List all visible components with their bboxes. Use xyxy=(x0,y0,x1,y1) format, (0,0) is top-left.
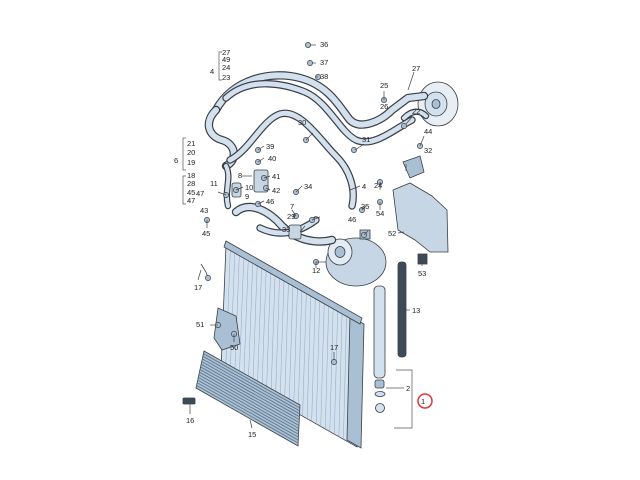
mount-16 xyxy=(182,397,196,405)
receiver-drier[interactable] xyxy=(373,285,386,413)
callout-45: 45 xyxy=(187,188,195,197)
callout-23: 23 xyxy=(222,73,230,82)
pipe-upper-second-fill xyxy=(223,81,415,145)
bolt-26 xyxy=(331,359,337,365)
callout-41: 41 xyxy=(272,172,280,181)
callout-46: 46 xyxy=(266,197,274,206)
callout-47: 47 xyxy=(187,196,195,205)
callout-24b: 24 xyxy=(374,181,382,190)
callout-31: 31 xyxy=(362,135,370,144)
pressure-switch xyxy=(288,224,302,240)
callout-28: 28 xyxy=(187,179,195,188)
callout-32: 32 xyxy=(424,146,432,155)
callout-19: 19 xyxy=(187,158,195,167)
drier-plug xyxy=(375,403,385,413)
callout-17b: 17 xyxy=(330,343,338,352)
bolt-0 xyxy=(305,42,311,48)
grille-slats xyxy=(196,353,301,444)
callout-34: 34 xyxy=(304,182,312,191)
refrigerant-pipes xyxy=(204,71,430,246)
callout-18: 18 xyxy=(187,171,195,180)
bolt-23 xyxy=(205,275,211,281)
duct-bracket xyxy=(402,155,425,179)
grille-frame xyxy=(195,350,301,447)
callout-1: 1 xyxy=(421,397,425,406)
callout-44: 44 xyxy=(424,127,432,136)
callout-38: 38 xyxy=(320,72,328,81)
evaporator-housing[interactable] xyxy=(417,81,459,127)
hardware xyxy=(182,169,428,405)
callout-12: 12 xyxy=(312,266,320,275)
callout-11: 11 xyxy=(210,179,218,188)
grille[interactable] xyxy=(195,350,301,447)
callout-37: 37 xyxy=(320,58,328,67)
callout-27b: 27 xyxy=(412,64,420,73)
callout-27: 27 xyxy=(222,48,230,57)
lower-bracket xyxy=(213,307,241,351)
callout-8: 8 xyxy=(238,171,242,180)
callout-9: 9 xyxy=(245,192,249,201)
pipe-evap-link-fill xyxy=(402,109,428,120)
callout-39: 39 xyxy=(266,142,274,151)
callout-47b: 47 xyxy=(196,189,204,198)
callout-labels: 36 27 4 49 24 23 37 38 25 27 26 30 31 22… xyxy=(174,40,432,439)
callout-4: 4 xyxy=(210,67,214,76)
clip-53 xyxy=(417,253,428,265)
bolt-6 xyxy=(401,123,407,129)
callout-17: 17 xyxy=(194,283,202,292)
callout-4b: 4 xyxy=(362,182,366,191)
callout-29: 29 xyxy=(287,212,295,221)
callout-33: 33 xyxy=(282,225,290,234)
callout-7: 7 xyxy=(290,202,294,211)
callout-30: 30 xyxy=(298,118,306,127)
compressor-hub xyxy=(334,246,346,258)
callout-26: 26 xyxy=(380,102,388,111)
callout-50: 50 xyxy=(230,343,238,352)
callout-40: 40 xyxy=(268,154,276,163)
callout-35: 35 xyxy=(361,202,369,211)
callout-46b: 46 xyxy=(348,215,356,224)
callout-36: 36 xyxy=(320,40,328,49)
drier-cap xyxy=(374,379,385,389)
callout-53: 53 xyxy=(418,269,426,278)
callout-6: 6 xyxy=(174,156,178,165)
pipe-vert-left-fill xyxy=(224,164,231,208)
callout-20: 20 xyxy=(187,148,195,157)
highlight-circle xyxy=(417,393,433,409)
drier-seal-ring xyxy=(374,391,386,397)
pipe-lower-a-fill xyxy=(233,204,335,245)
callout-21: 21 xyxy=(187,139,195,148)
callout-45b: 45 xyxy=(202,229,210,238)
callout-15: 15 xyxy=(248,430,256,439)
bolt-1 xyxy=(307,60,313,66)
pipe-middle-fill xyxy=(227,110,356,209)
callout-10: 10 xyxy=(245,183,253,192)
callout-25: 25 xyxy=(380,81,388,90)
condenser[interactable] xyxy=(220,240,365,449)
condenser-side-tank xyxy=(346,315,365,449)
bolt-5 xyxy=(351,147,357,153)
callout-13: 13 xyxy=(412,306,420,315)
callout-54: 54 xyxy=(376,209,384,218)
air-duct-shroud[interactable] xyxy=(392,182,449,253)
pipe-upper-long-fill xyxy=(213,72,427,128)
callout-16: 16 xyxy=(186,416,194,425)
callout-52: 52 xyxy=(388,229,396,238)
callout-51: 51 xyxy=(196,320,204,329)
callout-2: 2 xyxy=(406,384,410,393)
condenser-fins xyxy=(225,247,356,445)
drier-body xyxy=(373,285,386,379)
leader-lines xyxy=(182,44,425,429)
condenser-top-rail xyxy=(223,240,363,325)
callout-49: 49 xyxy=(222,55,230,64)
callout-43: 43 xyxy=(200,206,208,215)
callout-22: 22 xyxy=(412,107,420,116)
seal-strip[interactable] xyxy=(397,261,407,358)
evaporator-core xyxy=(431,99,441,109)
ac-compressor[interactable] xyxy=(325,229,387,287)
callout-24: 24 xyxy=(222,63,230,72)
callout-42: 42 xyxy=(272,186,280,195)
